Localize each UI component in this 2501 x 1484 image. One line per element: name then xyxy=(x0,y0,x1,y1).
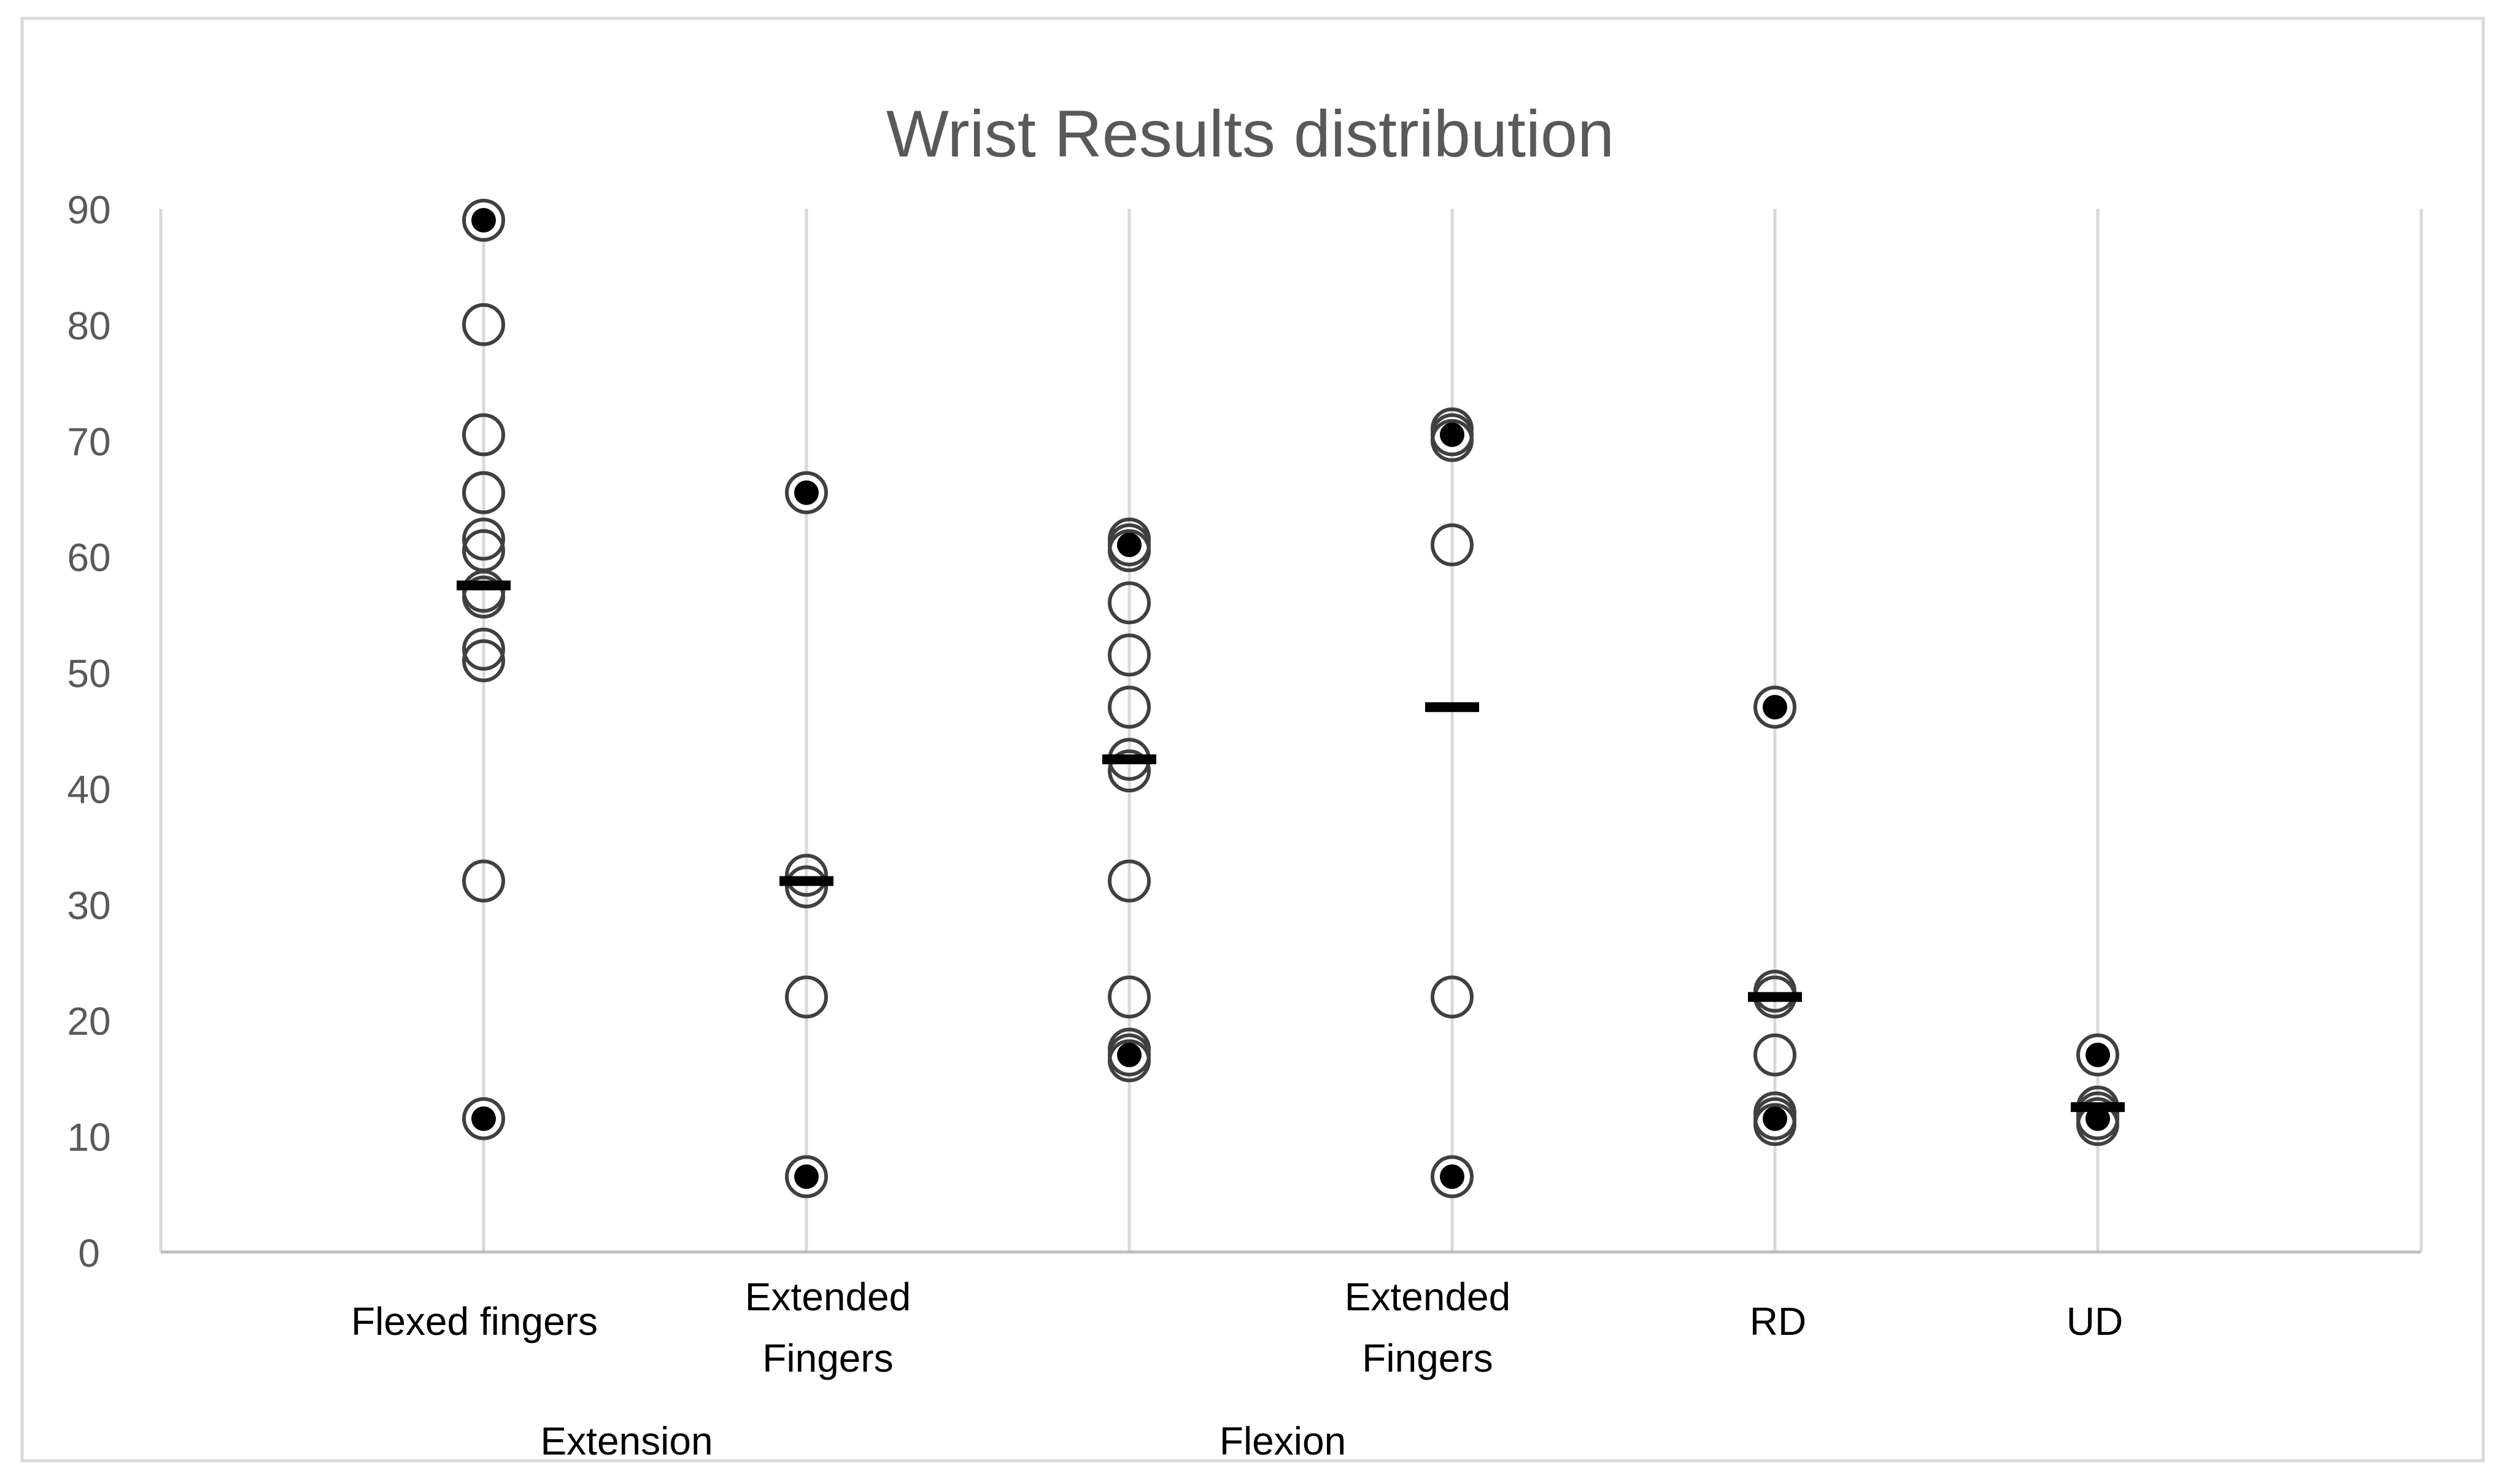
open-point xyxy=(1753,1103,1796,1146)
y-tick-label: 80 xyxy=(67,304,110,348)
group-label: Extension xyxy=(540,1419,713,1463)
open-point xyxy=(1431,523,1474,566)
group-label: Flexion xyxy=(1220,1419,1346,1463)
y-tick-label: 70 xyxy=(67,420,110,464)
filled-point xyxy=(462,198,505,242)
median-bar xyxy=(2071,1102,2125,1112)
data-points xyxy=(462,198,2119,1199)
open-point xyxy=(462,303,505,346)
y-tick-label: 30 xyxy=(67,883,110,927)
chart-title: Wrist Results distribution xyxy=(886,96,1614,171)
open-point xyxy=(462,471,505,514)
median-bar xyxy=(1102,754,1156,765)
vertical-gridlines xyxy=(159,209,2423,1252)
open-point xyxy=(1108,749,1151,793)
category-label: Extended xyxy=(1345,1275,1510,1319)
median-markers xyxy=(457,580,2125,1112)
category-label: UD xyxy=(2066,1299,2123,1343)
open-point xyxy=(1108,1039,1151,1083)
open-point xyxy=(785,854,828,897)
open-point xyxy=(1753,1033,1796,1076)
median-bar xyxy=(779,876,833,886)
chart-border xyxy=(20,17,2485,1463)
category-label: Fingers xyxy=(762,1336,893,1380)
filled-point xyxy=(1753,686,1796,729)
median-bar xyxy=(1748,992,1802,1002)
y-tick-label: 10 xyxy=(67,1115,110,1159)
median-bar xyxy=(1425,702,1479,713)
filled-point xyxy=(2076,1033,2119,1076)
y-tick-label: 40 xyxy=(67,767,110,811)
category-label: Flexed fingers xyxy=(351,1299,598,1343)
y-tick-label: 20 xyxy=(67,999,110,1043)
filled-point xyxy=(1431,1155,1474,1199)
category-label: Extended xyxy=(745,1275,911,1319)
filled-point xyxy=(785,1155,828,1199)
category-label: RD xyxy=(1750,1299,1806,1343)
y-axis-tick-labels: 0 10 20 30 40 50 60 70 80 90 xyxy=(67,188,110,1275)
y-tick-label: 0 xyxy=(78,1231,100,1275)
filled-point xyxy=(785,471,828,514)
y-tick-label: 50 xyxy=(67,652,110,696)
open-point xyxy=(462,859,505,903)
open-point xyxy=(1108,581,1151,625)
open-point xyxy=(1108,686,1151,729)
median-bar xyxy=(457,580,511,590)
open-point xyxy=(1108,529,1151,573)
open-point xyxy=(462,639,505,682)
open-point xyxy=(785,865,828,908)
open-point xyxy=(462,627,505,671)
open-point xyxy=(1108,975,1151,1019)
open-point xyxy=(462,517,505,561)
open-point xyxy=(785,975,828,1019)
group-labels: Extension Flexion xyxy=(22,1419,2483,1463)
open-point xyxy=(1431,419,1474,462)
open-point xyxy=(1431,975,1474,1019)
open-point xyxy=(462,575,505,619)
open-point xyxy=(462,413,505,457)
category-label: Fingers xyxy=(1362,1336,1493,1380)
y-tick-label: 90 xyxy=(67,188,110,232)
open-point xyxy=(1108,633,1151,677)
y-tick-label: 60 xyxy=(67,536,110,580)
filled-point xyxy=(462,1097,505,1140)
open-point xyxy=(1108,859,1151,903)
